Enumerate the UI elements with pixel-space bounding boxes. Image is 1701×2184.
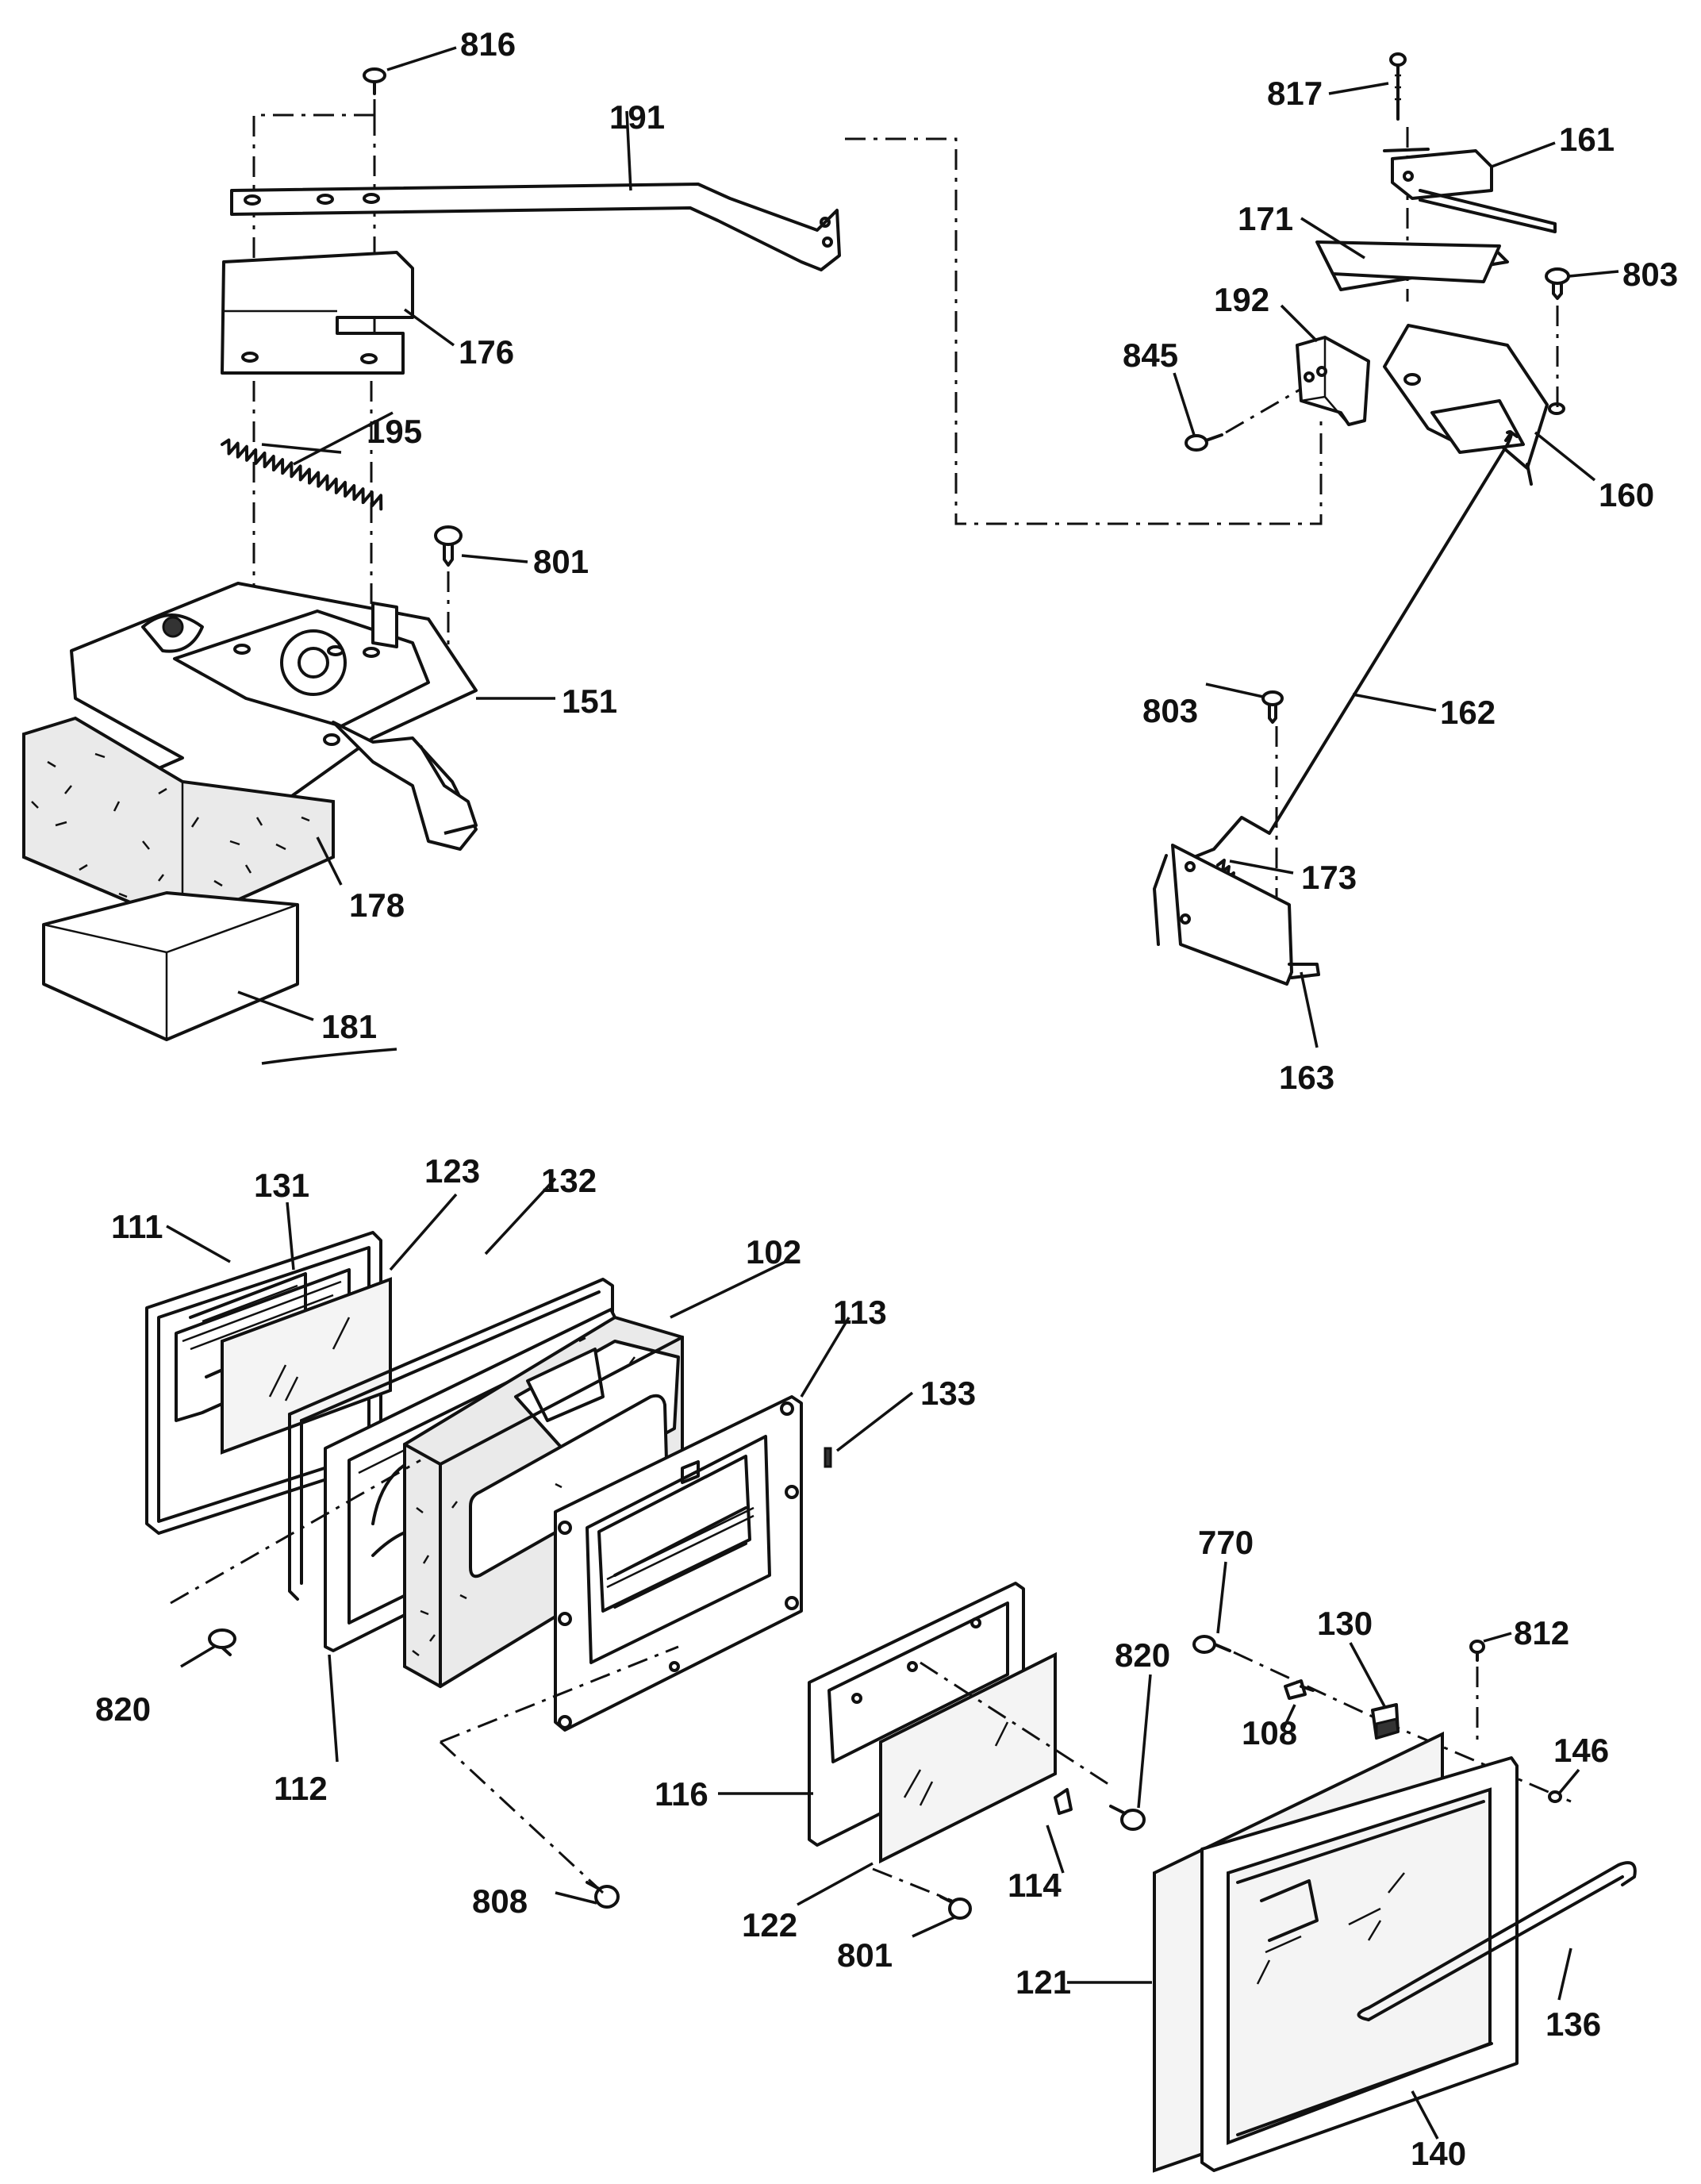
washer-146: [1548, 1790, 1562, 1803]
clip-114: [1054, 1788, 1073, 1815]
label-163: 163: [1279, 1059, 1334, 1096]
screw-808: [586, 1881, 620, 1909]
screw-801-lower: [939, 1895, 972, 1920]
label-812: 812: [1514, 1614, 1569, 1651]
glass-panel-123: [221, 1277, 392, 1455]
screw-816: [363, 67, 386, 95]
label-192: 192: [1214, 281, 1269, 318]
screw-801-upper: [434, 525, 463, 567]
pin-133: [824, 1447, 832, 1468]
label-178: 178: [349, 886, 405, 924]
label-102: 102: [746, 1233, 801, 1271]
label-176: 176: [459, 333, 514, 371]
insulation-block-178: [22, 716, 335, 927]
label-146: 146: [1553, 1732, 1609, 1769]
label-151: 151: [562, 682, 617, 720]
label-116: 116: [655, 1775, 708, 1813]
screw-817: [1389, 52, 1407, 121]
spring-195: [221, 438, 383, 511]
bracket-108: [1284, 1679, 1315, 1700]
label-131: 131: [254, 1167, 309, 1204]
label-133: 133: [920, 1375, 976, 1412]
label-801-lower: 801: [837, 1936, 893, 1974]
gasket-132: [288, 1278, 614, 1601]
label-121: 121: [1016, 1963, 1071, 2001]
label-181: 181: [321, 1008, 377, 1045]
label-171: 171: [1238, 200, 1293, 237]
label-160: 160: [1599, 476, 1654, 513]
label-123: 123: [424, 1152, 480, 1190]
switch-assembly: [845, 52, 1570, 986]
label-108: 108: [1242, 1714, 1297, 1751]
label-114: 114: [1008, 1867, 1062, 1904]
label-808: 808: [472, 1882, 528, 1920]
label-111: 111: [111, 1208, 163, 1245]
insulator-171: [1315, 240, 1509, 291]
screw-820-left: [208, 1628, 236, 1656]
label-162: 162: [1440, 694, 1496, 731]
bracket-192: [1296, 336, 1370, 426]
label-130: 130: [1317, 1605, 1373, 1642]
linkage-rod-162: [1192, 430, 1519, 859]
mounting-plate-160: [1383, 324, 1565, 486]
label-173: 173: [1301, 859, 1357, 896]
hinge-130: [1371, 1703, 1400, 1740]
part-labels: 816 191 176 195 801 151 178 181 817 161 …: [95, 25, 1678, 2172]
outer-door-frame-140: [1200, 1756, 1519, 2172]
label-803-top: 803: [1622, 256, 1678, 293]
label-132: 132: [541, 1162, 597, 1199]
leader-lines: [166, 46, 1619, 2140]
label-845: 845: [1123, 336, 1178, 374]
pad-181: [42, 891, 299, 1041]
label-161: 161: [1559, 121, 1615, 158]
label-820-right: 820: [1115, 1636, 1170, 1674]
label-122: 122: [742, 1906, 797, 1944]
flap-plate-163: [1153, 844, 1320, 986]
label-191: 191: [609, 98, 665, 136]
label-195: 195: [367, 413, 422, 450]
label-820-left: 820: [95, 1690, 151, 1728]
screw-845: [1185, 433, 1223, 452]
glass-panel-122: [879, 1651, 1057, 1864]
door-panel-113: [554, 1395, 803, 1732]
screw-820-right: [1109, 1805, 1146, 1831]
label-112: 112: [274, 1770, 328, 1807]
label-817: 817: [1267, 75, 1323, 112]
label-136: 136: [1545, 2005, 1601, 2043]
screw-812: [1469, 1640, 1485, 1662]
label-801-upper: 801: [533, 543, 589, 580]
screw-770: [1192, 1635, 1231, 1654]
handle-136: [1357, 1861, 1637, 2021]
switch-161: [1383, 148, 1557, 233]
door-assembly: [145, 1231, 1637, 2173]
screw-803-top: [1545, 267, 1570, 300]
latch-assembly: [22, 67, 841, 1065]
screw-803-lower: [1261, 690, 1284, 724]
latch-plate-176: [221, 251, 414, 375]
label-140: 140: [1411, 2135, 1466, 2172]
label-803-lower: 803: [1142, 692, 1198, 729]
label-816: 816: [460, 25, 516, 63]
latch-mechanism-151: [70, 582, 478, 851]
latch-rod-191: [230, 183, 841, 271]
label-113: 113: [833, 1294, 887, 1331]
label-770: 770: [1198, 1524, 1254, 1561]
